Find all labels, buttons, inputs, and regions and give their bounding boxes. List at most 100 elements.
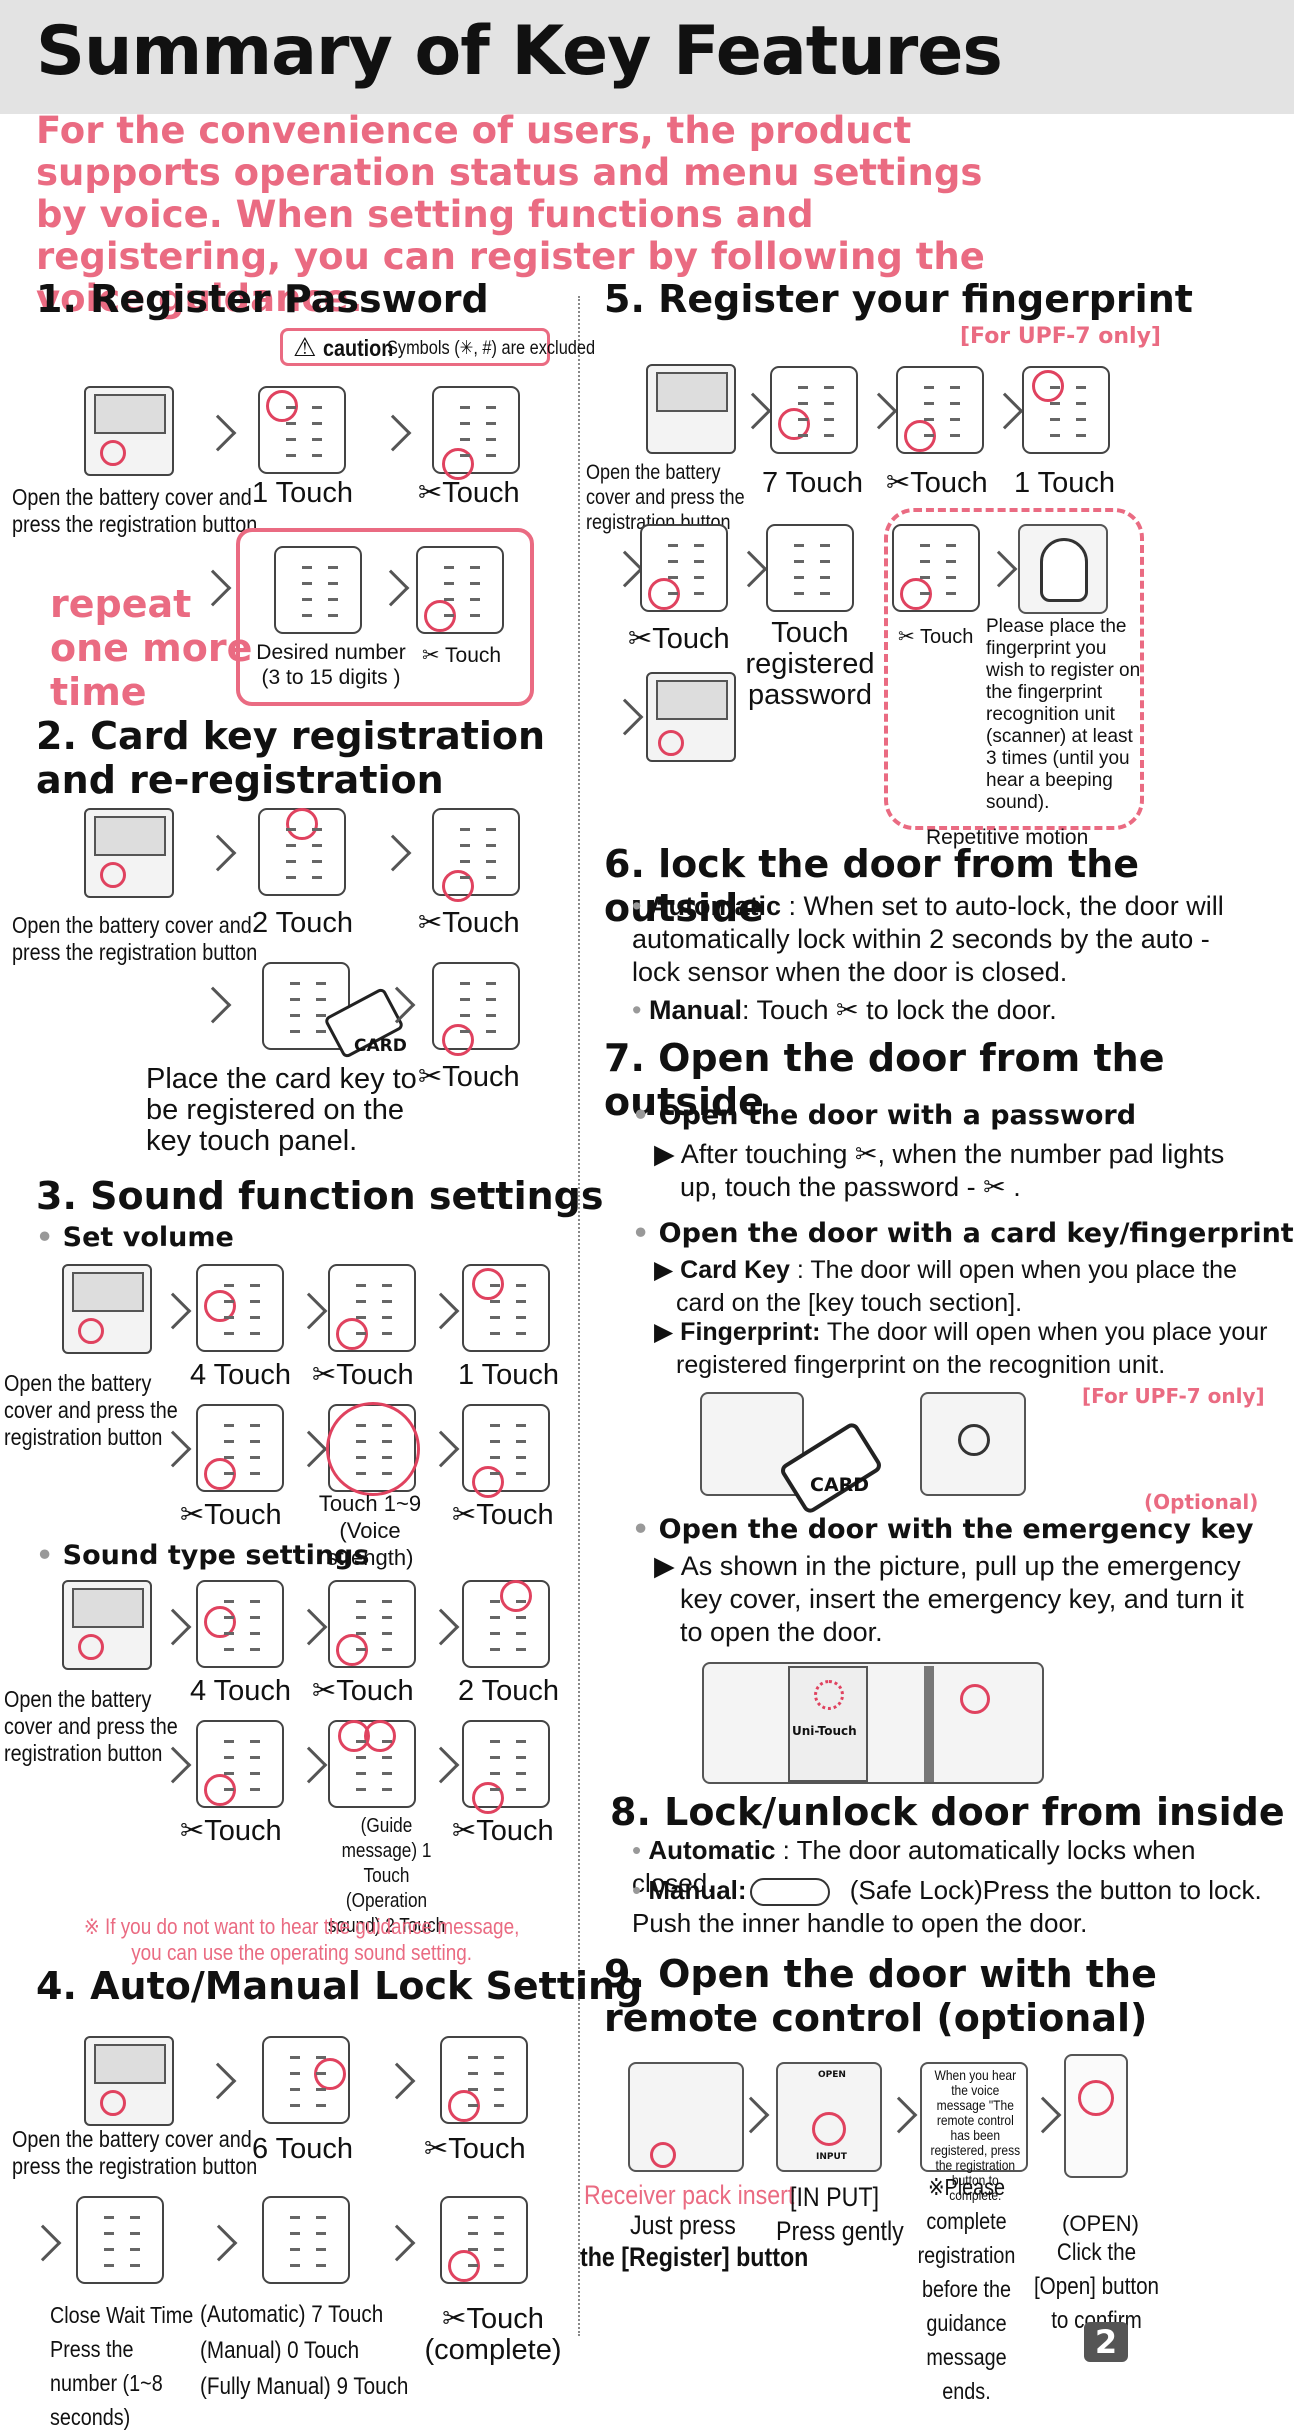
keypad-key-mark: [486, 844, 496, 847]
open-battery-label: Open the battery cover and press the reg…: [12, 912, 258, 965]
keypad-key-mark: [250, 1316, 260, 1319]
manual-lock-option: (Manual) 0 Touch: [200, 2337, 360, 2364]
arrow-icon: [199, 834, 237, 872]
keypad-key-mark: [470, 598, 480, 601]
keypad-key-mark: [316, 2232, 326, 2235]
keypad-key-mark: [250, 1600, 260, 1603]
keypad-key-mark: [460, 844, 470, 847]
arrow-icon: [378, 2062, 416, 2100]
keypad-key-mark: [312, 876, 322, 879]
keypad-key-mark: [356, 1456, 366, 1459]
keypad-key-mark: [950, 434, 960, 437]
fingerprint-scanner-icon: [1018, 524, 1108, 614]
safe-lock-button-icon: [750, 1878, 830, 1906]
keypad-key-mark: [224, 1316, 234, 1319]
keypad-key-mark: [382, 1300, 392, 1303]
arrow-icon: [154, 1292, 192, 1330]
keypad-key-mark: [302, 566, 312, 569]
keypad-key-mark: [694, 592, 704, 595]
keypad-key-mark: [468, 2072, 478, 2075]
keypad-key-mark: [798, 386, 808, 389]
keypad-key-mark: [1076, 434, 1086, 437]
keypad-key-mark: [486, 1014, 496, 1017]
section-9-heading: 9. Open the door with the remote control…: [604, 1952, 1157, 2040]
keypad-icon: [416, 546, 504, 634]
keypad-key-mark: [382, 1424, 392, 1427]
keypad-key-mark: [946, 560, 956, 563]
keypad-key-mark: [316, 1030, 326, 1033]
keypad-key-mark: [824, 402, 834, 405]
keypad-key-mark: [516, 1600, 526, 1603]
card-fingerprint-title: • Open the door with a card key/fingerpr…: [632, 1218, 1294, 1249]
upf7-only-note-2: [For UPF-7 only]: [1082, 1384, 1265, 1408]
keypad-key-mark: [316, 2072, 326, 2075]
keypad-key-mark: [382, 1756, 392, 1759]
keypad-key-mark: [950, 402, 960, 405]
section-8-heading: 8. Lock/unlock door from inside: [610, 1790, 1285, 1834]
keypad-key-mark: [460, 876, 470, 879]
keypad-key-mark: [494, 2216, 504, 2219]
keypad-key-mark: [286, 406, 296, 409]
keypad-key-mark: [516, 1472, 526, 1475]
optional-note: (Optional): [1144, 1490, 1259, 1514]
keypad-key-mark: [490, 1756, 500, 1759]
keypad-key-mark: [924, 418, 934, 421]
keypad-key-mark: [486, 454, 496, 457]
keypad-key-mark: [486, 1030, 496, 1033]
keypad-icon: [196, 1264, 284, 1352]
remote-open-image: [1064, 2054, 1128, 2178]
keypad-key-mark: [250, 1740, 260, 1743]
keypad-key-mark: [302, 582, 312, 585]
keypad-key-mark: [312, 422, 322, 425]
open-battery-label-2: Open the battery cover and press the reg…: [4, 1686, 178, 1766]
keypad-key-mark: [490, 1772, 500, 1775]
click-open-label: Click the [Open] button to confirm: [1033, 2239, 1160, 2334]
keypad-key-mark: [794, 560, 804, 563]
keypad-key-mark: [950, 386, 960, 389]
keypad-key-mark: [694, 544, 704, 547]
emergency-key-text: ▶ As shown in the picture, pull up the e…: [654, 1551, 1244, 1647]
keypad-icon: [258, 386, 346, 474]
touch-4-label-2: 4 Touch: [190, 1675, 292, 1707]
keypad-key-mark: [316, 998, 326, 1001]
keypad-key-mark: [250, 1284, 260, 1287]
keypad-key-mark: [286, 844, 296, 847]
keypad-key-mark: [490, 1300, 500, 1303]
keypad-key-mark: [224, 1472, 234, 1475]
keypad-key-mark: [468, 2104, 478, 2107]
keypad-key-mark: [290, 2232, 300, 2235]
keypad-icon: [326, 1402, 420, 1496]
keypad-key-mark: [312, 860, 322, 863]
place-card-label: Place the card key to be registered on t…: [146, 1063, 417, 1157]
page-title: Summary of Key Features: [36, 12, 1003, 91]
keypad-key-mark: [312, 828, 322, 831]
keypad-icon: [462, 1404, 550, 1498]
keypad-key-mark: [130, 2216, 140, 2219]
keypad-key-mark: [382, 1316, 392, 1319]
keypad-key-mark: [1050, 386, 1060, 389]
keypad-key-mark: [312, 438, 322, 441]
keypad-key-mark: [490, 1472, 500, 1475]
keypad-key-mark: [290, 2104, 300, 2107]
keypad-icon: [640, 524, 728, 612]
touch-x-label-4: ✂Touch: [312, 1675, 414, 1707]
arrow-icon: [422, 1430, 460, 1468]
keypad-key-mark: [486, 860, 496, 863]
keypad-key-mark: [316, 1014, 326, 1017]
keypad-key-mark: [224, 1648, 234, 1651]
keypad-key-mark: [356, 1332, 366, 1335]
keypad-key-mark: [490, 1616, 500, 1619]
intro-text: For the convenience of users, the produc…: [36, 109, 985, 320]
sound-type-heading: • Sound type settings: [36, 1540, 370, 1571]
keypad-key-mark: [312, 454, 322, 457]
keypad-key-mark: [328, 614, 338, 617]
keypad-key-mark: [946, 592, 956, 595]
keypad-key-mark: [794, 576, 804, 579]
keypad-key-mark: [486, 876, 496, 879]
arrow-icon: [290, 1430, 328, 1468]
caution-word: caution: [323, 335, 394, 361]
keypad-key-mark: [224, 1440, 234, 1443]
arrow-icon: [154, 1608, 192, 1646]
page-number: 2: [1084, 2322, 1128, 2362]
keypad-key-mark: [1076, 402, 1086, 405]
